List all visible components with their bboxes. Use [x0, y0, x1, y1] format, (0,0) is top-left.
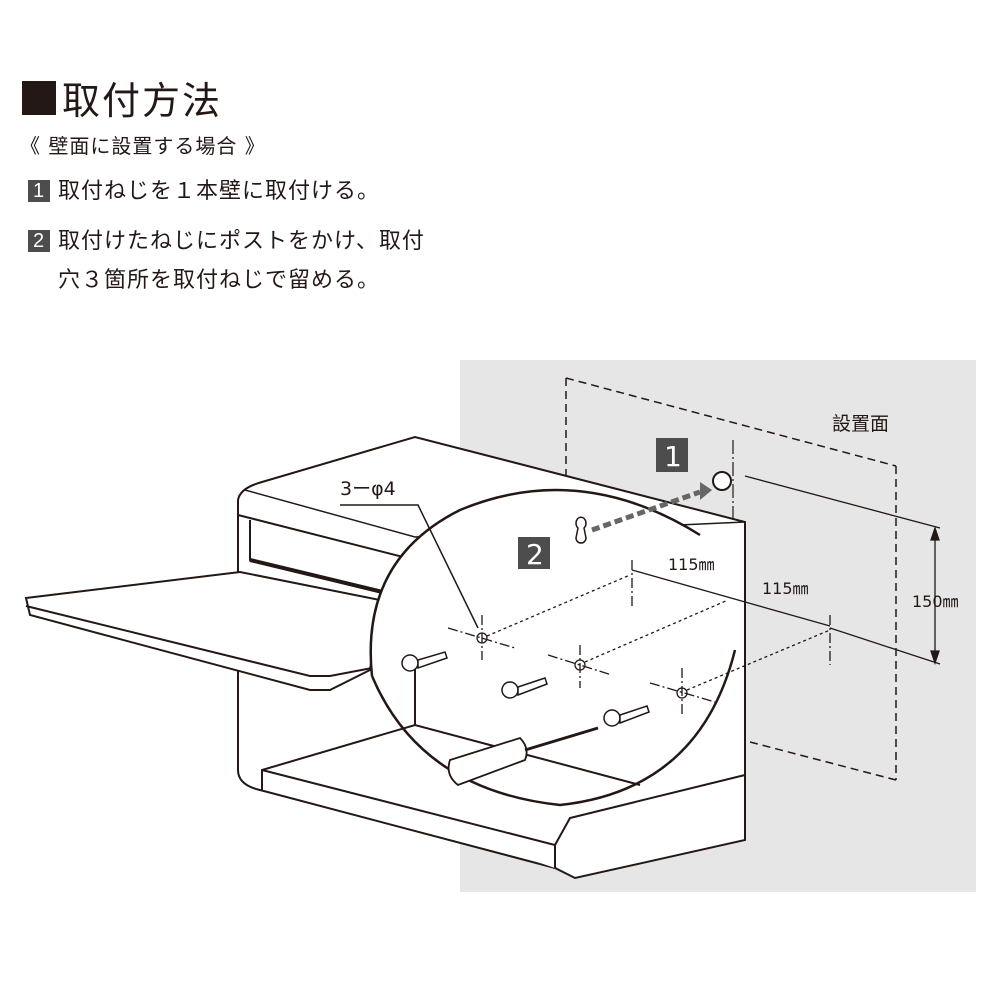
step2-badge-bg [518, 537, 550, 569]
screws [401, 651, 650, 727]
step-number: 1 [28, 180, 50, 202]
dimensions [631, 475, 941, 666]
step1-badge-bg [656, 438, 688, 472]
arrow-dashed [591, 489, 701, 533]
dim-115-first: 115㎜ [668, 555, 715, 574]
holes [447, 574, 831, 715]
mounting-outline-dashed [565, 377, 897, 781]
step1-badge: 1 [664, 440, 682, 473]
step-number: 2 [28, 230, 50, 252]
arrow-head-icon [700, 482, 712, 500]
step2-badge: 2 [526, 538, 544, 571]
section-title: 取付方法 [22, 70, 222, 125]
detail-circle-lower [370, 649, 737, 807]
dim-115-second: 115㎜ [762, 579, 809, 598]
square-bullet-icon [22, 80, 56, 115]
step-text: 取付ねじを１本壁に取付ける。 [58, 179, 381, 204]
leader-line [340, 504, 479, 629]
screw-head-icon [712, 471, 732, 491]
hole-label: 3ーφ4 [340, 478, 396, 500]
step-text: 取付けたねじにポストをかけ、取付穴３箇所を取付ねじで留める。 [58, 229, 425, 293]
surface-label: 設置面 [832, 413, 889, 435]
subtitle: 《 壁面に設置する場合 》 [20, 134, 266, 158]
dim-150: 150㎜ [912, 592, 959, 611]
step-1: 1 取付ねじを１本壁に取付ける。 [28, 172, 380, 211]
screwdriver-icon [447, 726, 599, 787]
keyhole-icon [575, 516, 587, 544]
title-text: 取付方法 [62, 79, 223, 123]
step-2: 2 取付けたねじにポストをかけ、取付穴３箇所を取付ねじで留める。 [28, 222, 428, 300]
